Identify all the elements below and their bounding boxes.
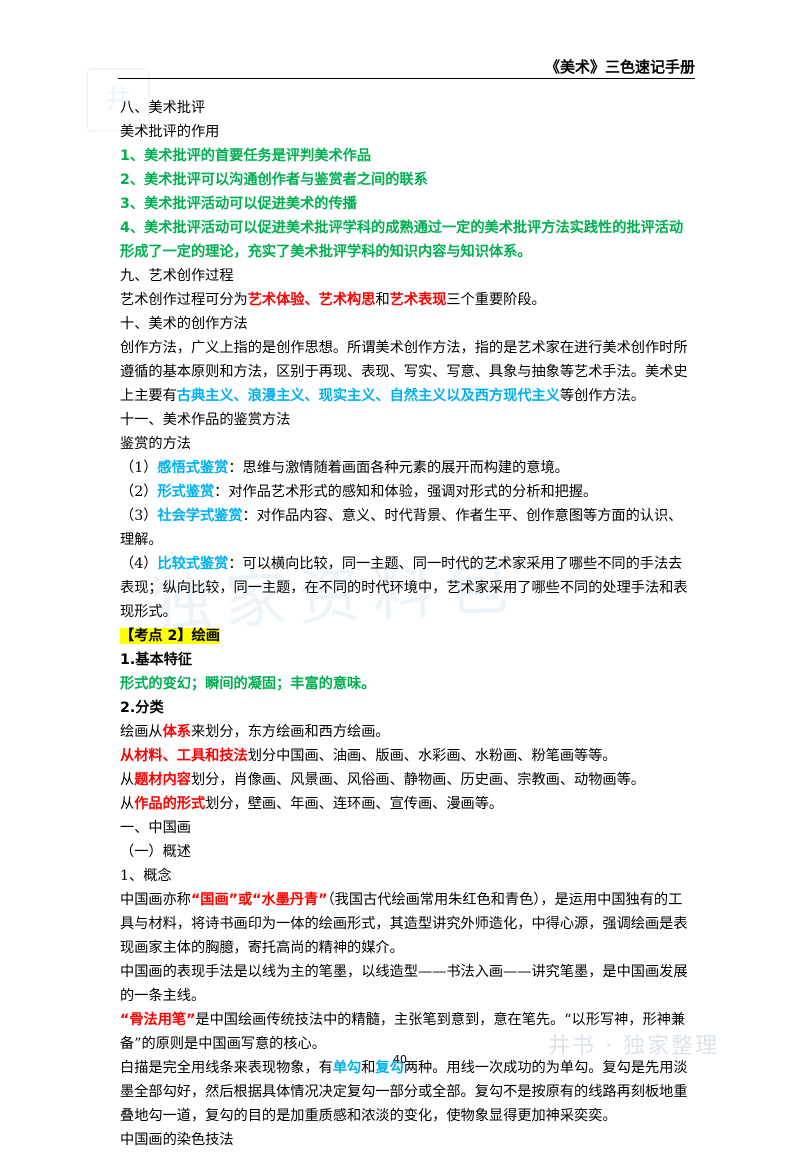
keyword: “国画”或“水墨丹青” (190, 892, 328, 908)
basic-features-text: 形式的变幻；瞬间的凝固；丰富的意味。 (120, 676, 376, 692)
page-content: 八、美术批评 美术批评的作用 1、美术批评的首要任务是评判美术作品 2、美术批评… (120, 96, 690, 1152)
key-point-2-label: 【考点 2】绘画 (120, 624, 690, 648)
text-span: 从 (120, 796, 135, 812)
criticism-item-3: 3、美术批评活动可以促进美术的传播 (120, 196, 357, 212)
classification-2: 从材料、工具和技法划分中国画、油画、版画、水彩画、水粉画、粉笔画等等。 (120, 744, 690, 768)
page-header: 《美术》三色速记手册 (118, 56, 695, 79)
text-span: 和 (361, 1060, 376, 1076)
item-number: （4） (120, 556, 158, 572)
text-span: 两种。用线一次成功的为单勾。复勾是先用淡墨全部勾好，然后根据具体情况决定复勾一部… (120, 1060, 688, 1124)
section-8-subtitle: 美术批评的作用 (120, 124, 220, 140)
classification-1: 绘画从体系来划分，东方绘画和西方绘画。 (120, 720, 690, 744)
keyword: 比较式鉴赏 (157, 556, 229, 572)
keyword: 艺术体验 (247, 292, 305, 308)
classification-heading: 2.分类 (120, 700, 164, 716)
section-11-subtitle: 鉴赏的方法 (120, 436, 191, 452)
text-span: 从 (120, 748, 135, 764)
keyword: 感悟式鉴赏 (157, 460, 229, 476)
keyword: 古典主义、浪漫主义、现实主义、自然主义以及西方现代主义 (176, 388, 560, 404)
classification-4: 从作品的形式划分，壁画、年画、连环画、宣传画、漫画等。 (120, 792, 690, 816)
text-span: 创作方法，广义上指的是创作思想。所谓美术创作方法，指的是艺术家在进行美术创作时所… (120, 340, 688, 404)
text-span: 从 (120, 772, 135, 788)
text-span: ：对作品内容、意义、时代背景、作者生平、创作意图等方面的认识、理解。 (120, 508, 683, 548)
criticism-item-1: 1、美术批评的首要任务是评判美术作品 (120, 148, 372, 164)
section-10-paragraph: 创作方法，广义上指的是创作思想。所谓美术创作方法，指的是艺术家在进行美术创作时所… (120, 336, 690, 408)
method-4: （4）比较式鉴赏：可以横向比较，同一主题、同一时代的艺术家采用了哪些不同的手法去… (120, 552, 690, 624)
highlight-label: 【考点 2】绘画 (120, 628, 220, 644)
keyword: “骨法用笔” (120, 1012, 196, 1028)
text-span: 划分中国画、油画、版画、水彩画、水粉画、粉笔画等等。 (247, 748, 617, 764)
concept-heading: 1、概念 (120, 868, 172, 884)
keyword: 作品的形式 (134, 796, 206, 812)
concept-paragraph-2: 中国画的表现手法是以线为主的笔墨，以线造型——书法入画——讲究笔墨，是中国画发展… (120, 964, 688, 1004)
text-span: 绘画从 (120, 724, 163, 740)
text-span: （我国古代绘画常用朱红色和青色），是运用中国独有的工具与材料，将诗书画印为一体的… (120, 892, 688, 956)
text-span: ：思维与激情随着画面各种元素的展开而构建的意境。 (228, 460, 569, 476)
keyword: 题材内容 (134, 772, 191, 788)
text-span: 划分，壁画、年画、连环画、宣传画、漫画等。 (205, 796, 504, 812)
keyword: 艺术表现 (389, 292, 447, 308)
basic-features-heading: 1.基本特征 (120, 652, 193, 668)
text-span: 中国画亦称 (120, 892, 191, 908)
page-number: 40 (393, 1053, 407, 1066)
keyword: 形式鉴赏 (157, 484, 215, 500)
item-number: （2） (120, 484, 158, 500)
item-number: （1） (120, 460, 158, 476)
section-9-title: 九、艺术创作过程 (120, 268, 234, 284)
method-2: （2）形式鉴赏：对作品艺术形式的感知和体验，强调对形式的分析和把握。 (120, 480, 690, 504)
method-1: （1）感悟式鉴赏：思维与激情随着画面各种元素的展开而构建的意境。 (120, 456, 690, 480)
section-11-title: 十一、美术作品的鉴赏方法 (120, 412, 291, 428)
watermark-corner-text: 井书 · 独家整理 (548, 1034, 719, 1059)
text-span: 艺术创作过程可分为 (120, 292, 248, 308)
section-10-title: 十、美术的创作方法 (120, 316, 248, 332)
concept-paragraph-4: 白描是完全用线条来表现物象，有单勾和复勾两种。用线一次成功的为单勾。复勾是先用淡… (120, 1056, 690, 1128)
text-span: ：可以横向比较，同一主题、同一时代的艺术家采用了哪些不同的手法去表现；纵向比较，… (120, 556, 688, 620)
keyword: 复勾 (375, 1060, 404, 1076)
keyword: 艺术构思 (318, 292, 376, 308)
text-span: 来划分，东方绘画和西方绘画。 (190, 724, 390, 740)
method-3: （3）社会学式鉴赏：对作品内容、意义、时代背景、作者生平、创作意图等方面的认识、… (120, 504, 690, 552)
item-number: （3） (120, 508, 158, 524)
text-span: 和 (375, 292, 390, 308)
text-span: 等创作方法。 (559, 388, 645, 404)
text-span: 白描是完全用线条来表现物象，有 (120, 1060, 333, 1076)
section-8-title: 八、美术批评 (120, 100, 206, 116)
text-span: 是中国绘画传统技法中的精髓，主张笔到意到，意在笔先。“以形写神，形神兼备”的原则… (120, 1012, 686, 1052)
keyword: 体系 (162, 724, 191, 740)
text-span: 划分，肖像画、风景画、风俗画、静物画、历史画、宗教画、动物画等。 (190, 772, 645, 788)
text-span: ：对作品艺术形式的感知和体验，强调对形式的分析和把握。 (214, 484, 598, 500)
concept-paragraph-1: 中国画亦称“国画”或“水墨丹青”（我国古代绘画常用朱红色和青色），是运用中国独有… (120, 888, 690, 960)
classification-3: 从题材内容划分，肖像画、风景画、风俗画、静物画、历史画、宗教画、动物画等。 (120, 768, 690, 792)
criticism-item-2: 2、美术批评可以沟通创作者与鉴赏者之间的联系 (120, 172, 428, 188)
concept-paragraph-3: “骨法用笔”是中国绘画传统技法中的精髓，主张笔到意到，意在笔先。“以形写神，形神… (120, 1008, 690, 1056)
keyword: 社会学式鉴赏 (157, 508, 243, 524)
header-title: 《美术》三色速记手册 (544, 58, 695, 76)
text-span: 三个重要阶段。 (446, 292, 546, 308)
keyword: 单勾 (332, 1060, 362, 1076)
chinese-painting-title: 一、中国画 (120, 820, 191, 836)
overview-subtitle: （一）概述 (120, 844, 191, 860)
watermark-logo: 井 (86, 68, 150, 132)
criticism-item-4: 4、美术批评活动可以促进美术批评学科的成熟通过一定的美术批评方法实践性的批评活动… (120, 220, 684, 260)
text-span: 、 (304, 292, 319, 308)
section-9-paragraph: 艺术创作过程可分为艺术体验、艺术构思和艺术表现三个重要阶段。 (120, 288, 690, 312)
keyword: 材料、工具和技法 (134, 748, 248, 764)
